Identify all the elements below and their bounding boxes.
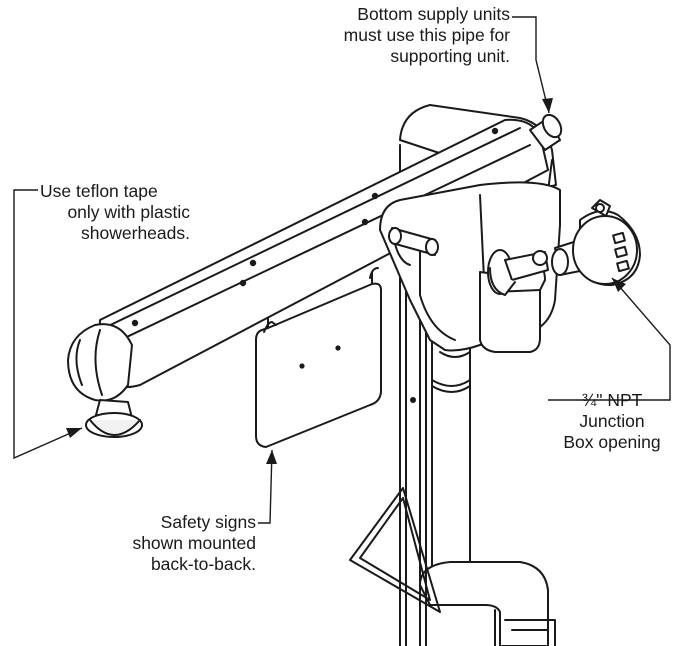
callout-signs-line-2: shown mounted xyxy=(132,533,256,553)
callout-pipe-line-3: supporting unit. xyxy=(390,46,510,66)
junction-box xyxy=(551,199,641,287)
leader-lines xyxy=(13,16,671,524)
callout-junction-line-1: ¾" NPT xyxy=(581,390,643,410)
elbow-fitting xyxy=(489,250,549,296)
callout-pipe-line-2: must use this pipe for xyxy=(343,25,510,45)
pull-handle-triangle xyxy=(349,487,441,613)
arrowhead-pipe xyxy=(542,98,553,113)
leader-teflon xyxy=(13,189,83,460)
supply-pipe-stub xyxy=(529,113,563,151)
callout-teflon-line-1: Use teflon tape xyxy=(40,181,158,201)
leader-pipe xyxy=(512,16,550,114)
arrowhead-junction xyxy=(612,278,626,292)
horizontal-arm xyxy=(97,118,549,389)
arrowhead-signs xyxy=(266,450,277,464)
callout-safety-signs: Safety signs shown mounted back-to-back. xyxy=(96,512,256,575)
callout-junction-box: ¾" NPT Junction Box opening xyxy=(548,390,676,453)
pull-rod xyxy=(399,234,427,646)
leader-junction xyxy=(548,277,671,401)
callout-signs-line-1: Safety signs xyxy=(160,512,256,532)
callout-teflon-line-3: showerheads. xyxy=(81,223,190,243)
callout-junction-line-2: Junction xyxy=(579,411,645,431)
callout-teflon-line-2: only with plastic xyxy=(67,202,190,222)
callout-teflon-tape: Use teflon tape only with plastic shower… xyxy=(40,181,190,244)
arrowhead-teflon xyxy=(66,428,82,438)
callout-signs-line-3: back-to-back. xyxy=(150,554,256,574)
leader-signs xyxy=(258,449,273,524)
leader-arrowheads xyxy=(66,98,626,464)
safety-sign-plate xyxy=(255,267,382,448)
callout-bottom-supply-pipe: Bottom supply units must use this pipe f… xyxy=(340,4,510,67)
arm-end-cap xyxy=(67,323,133,402)
base-elbow xyxy=(419,561,556,646)
callout-junction-line-3: Box opening xyxy=(563,432,661,452)
showerhead xyxy=(85,399,143,438)
callout-pipe-line-1: Bottom supply units xyxy=(357,4,510,24)
hinge-pin xyxy=(388,227,439,266)
